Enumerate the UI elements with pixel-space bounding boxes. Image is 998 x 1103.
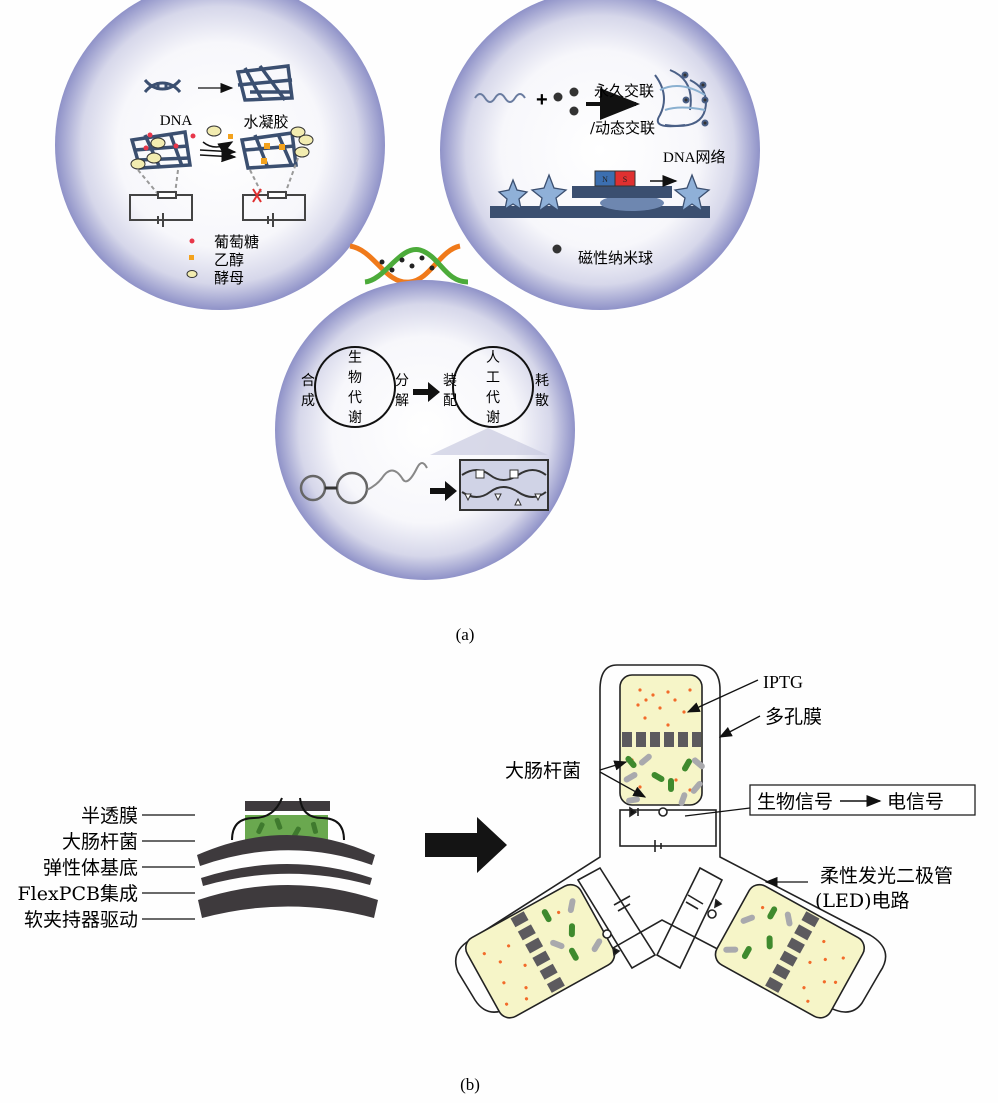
panel-a: DNA 水凝胶 [55, 0, 760, 644]
svg-text:代: 代 [486, 390, 500, 406]
chamber-right [714, 883, 866, 1019]
plus-icon: + [536, 89, 548, 111]
legend-ethanol: 乙醇 [214, 251, 244, 269]
bubble-network: + 永久交联 /动态交联 DNA网络 N [440, 0, 760, 310]
pathway-box-icon [459, 459, 549, 511]
label-elastomer: 弹性体基底 [43, 857, 138, 879]
bubble-background [55, 0, 385, 310]
caption-b: (b) [460, 1075, 480, 1094]
star-icon [497, 178, 529, 211]
signal-conversion-box [749, 784, 976, 816]
label-led-line1: 柔性发光二极管 [820, 865, 953, 887]
artificial-cycle-text: 人 工 代 谢 装 配 耗 散 [443, 350, 549, 426]
label-dna: DNA [160, 113, 193, 129]
annotations: IPTG 多孔膜 大肠杆菌 生物信号 电信号 柔性发光二极管 (LED)电路 [505, 672, 976, 912]
svg-text:配: 配 [443, 393, 457, 409]
label-led-line2: (LED)电路 [815, 890, 910, 912]
svg-text:人: 人 [486, 350, 500, 366]
artificial-cycle-ring [452, 346, 534, 428]
label-dynamic-crosslink: /动态交联 [590, 119, 655, 137]
ethanol-marker-icon [189, 255, 194, 260]
svg-text:散: 散 [535, 393, 549, 409]
label-ecoli-layer: 大肠杆菌 [62, 831, 138, 853]
svg-text:工: 工 [486, 370, 500, 386]
magnet-n-label: N [602, 175, 608, 184]
nanoball-legend-icon [552, 244, 562, 254]
nanoball-icon [569, 87, 579, 97]
svg-text:合: 合 [301, 373, 315, 389]
legend-hydrogel: 葡萄糖 乙醇 酵母 [186, 233, 259, 287]
svg-text:分: 分 [395, 373, 409, 389]
svg-text:代: 代 [348, 390, 362, 406]
bubble-background [275, 280, 575, 580]
svg-text:成: 成 [301, 393, 315, 409]
label-iptg: IPTG [763, 672, 803, 692]
dna-network-icon [654, 69, 709, 128]
label-semipermeable: 半透膜 [81, 805, 138, 827]
magnetic-slider: N S [490, 170, 711, 218]
circuit-right [242, 157, 306, 227]
label-hydrogel: 水凝胶 [243, 113, 288, 131]
dna-helix-icon [349, 243, 469, 285]
caption-a: (a) [456, 625, 475, 644]
star-icon [673, 173, 711, 213]
svg-text:谢: 谢 [486, 410, 500, 426]
chamber-left [464, 883, 616, 1019]
label-flexpcb: FlexPCB集成 [17, 883, 138, 905]
legend-yeast: 酵母 [214, 269, 244, 287]
zoom-cone [430, 428, 548, 455]
svg-text:解: 解 [395, 393, 409, 409]
legend-glucose: 葡萄糖 [214, 233, 259, 251]
layer-leader-lines [142, 814, 195, 920]
label-ecoli: 大肠杆菌 [505, 760, 581, 782]
magnet-s-label: S [623, 175, 627, 184]
svg-text:生: 生 [348, 350, 362, 366]
svg-text:谢: 谢 [348, 410, 362, 426]
layer-labels: 半透膜 大肠杆菌 弹性体基底 FlexPCB集成 软夹持器驱动 [17, 805, 138, 931]
label-dna-network: DNA网络 [663, 149, 726, 166]
svg-text:装: 装 [443, 373, 457, 389]
circuit-right-arm [655, 866, 724, 970]
hydrogel-network-left [129, 130, 196, 170]
dna-icon [143, 78, 182, 94]
panel-b: 半透膜 大肠杆菌 弹性体基底 FlexPCB集成 软夹持器驱动 [17, 664, 976, 1094]
nanoball-icon [553, 92, 563, 102]
plasmid-icon [299, 462, 428, 505]
big-arrow-right-icon [425, 817, 507, 873]
hydrogel-network-icon [235, 64, 294, 102]
circuit-left-arm [576, 866, 657, 970]
bacteria [623, 753, 705, 806]
bio-cycle-ring [314, 346, 396, 428]
arrow-right-icon [430, 481, 457, 501]
glucose-marker-icon [189, 238, 195, 244]
yeast-marker-icon [186, 270, 198, 278]
nanoball-icon [569, 106, 579, 116]
label-gripper: 软夹持器驱动 [24, 909, 138, 931]
bio-cycle-text: 生 物 代 谢 合 成 分 解 [301, 350, 409, 426]
legend-nanoball: 磁性纳米球 [578, 249, 653, 267]
bubble-metabolism: 生 物 代 谢 合 成 分 解 人 工 代 谢 装 配 耗 散 [275, 280, 575, 580]
svg-text:耗: 耗 [535, 373, 549, 389]
label-porous-membrane: 多孔膜 [765, 706, 822, 728]
bubble-hydrogel: DNA 水凝胶 [55, 0, 385, 310]
arrow-right-icon [413, 382, 440, 402]
circuit-left [129, 169, 193, 227]
label-permanent-crosslink: 永久交联 [594, 82, 654, 100]
bubble-background [440, 0, 760, 310]
chamber-top [619, 674, 717, 852]
dna-strand-icon [474, 93, 526, 103]
gripper-stack-icon [197, 797, 378, 918]
label-electric-signal: 电信号 [887, 791, 944, 813]
star-icon [530, 173, 568, 213]
reaction-arrows [199, 141, 237, 163]
label-bio-signal: 生物信号 [757, 791, 833, 813]
svg-text:物: 物 [348, 370, 362, 386]
